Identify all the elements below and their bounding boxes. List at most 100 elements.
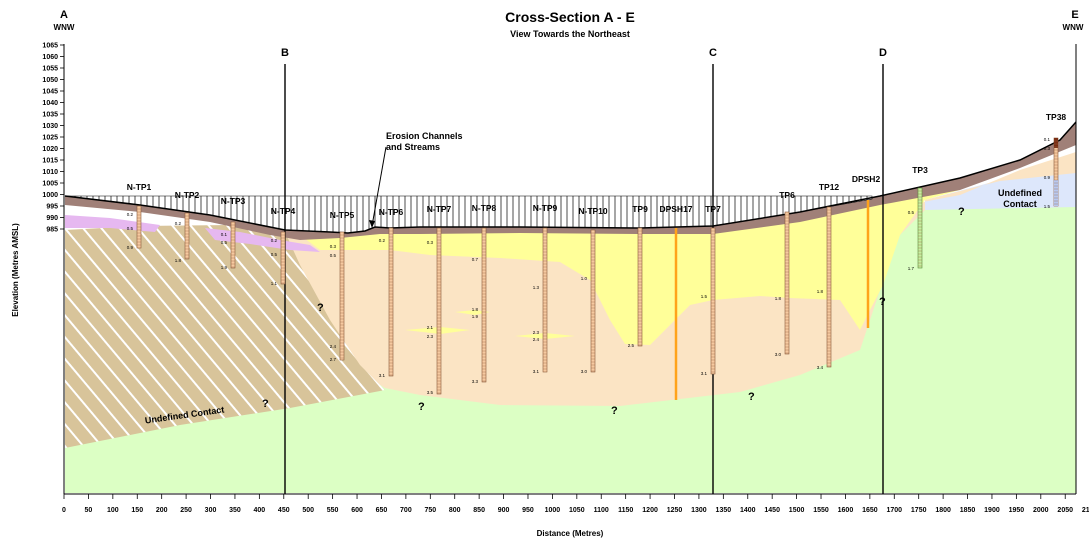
- log-tp6: [784, 211, 790, 355]
- depth-label: 3.1: [379, 373, 386, 378]
- dpsh-probes: [674, 200, 870, 400]
- x-tick-label: 1900: [984, 507, 1000, 514]
- depth-label: 3.1: [701, 371, 708, 376]
- question-mark: ?: [317, 302, 324, 314]
- y-tick-label: 1035: [42, 112, 58, 119]
- x-tick-label: 1400: [740, 507, 756, 514]
- depth-label: 0.5: [330, 253, 337, 258]
- x-tick-label: 1700: [886, 507, 902, 514]
- x-tick-label: 800: [449, 507, 461, 514]
- x-tick-label: 950: [522, 507, 534, 514]
- label-n-tp9: N-TP9: [533, 203, 558, 213]
- y-tick-label: 1020: [42, 146, 58, 153]
- blue-unit: [925, 172, 1076, 210]
- x-tick-label: 1350: [716, 507, 732, 514]
- x-tick-label: 1200: [642, 507, 658, 514]
- label-n-tp8: N-TP8: [472, 203, 497, 213]
- depth-label: 0.2: [127, 212, 134, 217]
- question-marks: ? ? ? ? ? ? ?: [262, 206, 965, 417]
- x-tick-label: 350: [229, 507, 241, 514]
- y-tick-label: 1010: [42, 169, 58, 176]
- section-marker-d: D: [879, 47, 887, 59]
- section-marker-a: A: [60, 9, 68, 21]
- section-marker-c: C: [709, 47, 717, 59]
- erosion-arrowhead: [369, 220, 375, 228]
- label-n-tp6: N-TP6: [379, 207, 404, 217]
- x-tick-label: 200: [156, 507, 168, 514]
- log-n-tp6: [388, 227, 394, 377]
- x-tick-label: 900: [498, 507, 510, 514]
- depth-label: 1.5: [701, 294, 708, 299]
- x-tick-label: 750: [424, 507, 436, 514]
- depth-label: 3.0: [581, 369, 588, 374]
- y-tick-label: 1025: [42, 135, 58, 142]
- log-tp12: [826, 206, 832, 368]
- label-tp7: TP7: [705, 204, 721, 214]
- hatched-unit: [65, 225, 385, 448]
- yellow-lens-2: [455, 310, 490, 315]
- y-tick-label: 1040: [42, 100, 58, 107]
- x-tick-label: 1300: [691, 507, 707, 514]
- log-tp3: [917, 187, 923, 269]
- label-dpsh17: DPSH17: [659, 204, 692, 214]
- y-tick-label: 1050: [42, 77, 58, 84]
- x-tick-label: 1250: [667, 507, 683, 514]
- x-tick-label: 100: [107, 507, 119, 514]
- log-n-tp8: [481, 227, 487, 383]
- x-tick-label: 650: [376, 507, 388, 514]
- y-tick-label: 995: [46, 204, 58, 211]
- depth-label: 1.8: [472, 307, 479, 312]
- y-tick-label: 985: [46, 227, 58, 234]
- label-tp3: TP3: [912, 165, 928, 175]
- x-tick-label: 1100: [594, 507, 609, 514]
- section-marker-e: E: [1071, 9, 1078, 21]
- erosion-channels-label-2: and Streams: [386, 142, 440, 152]
- depth-label: 0.5: [908, 210, 915, 215]
- log-n-tp5: [339, 231, 345, 361]
- label-n-tp10: N-TP10: [578, 206, 608, 216]
- x-tick-label: 1800: [935, 507, 951, 514]
- depth-label: 1.1: [271, 281, 278, 286]
- depth-label: 2.3: [533, 330, 540, 335]
- section-marker-a-dir: WNW: [54, 23, 75, 32]
- question-mark: ?: [879, 296, 886, 308]
- x-axis-label: Distance (Metres): [537, 529, 604, 538]
- x-tick-label: 50: [85, 507, 93, 514]
- depth-label: 1.0: [581, 276, 588, 281]
- borehole-labels: N-TP1 N-TP2 N-TP3 N-TP4 N-TP5 N-TP6 N-TP…: [127, 112, 1067, 220]
- question-mark: ?: [958, 206, 965, 218]
- x-tick-label: 1050: [569, 507, 585, 514]
- topsoil: [65, 122, 1076, 240]
- x-tick-label: 1450: [764, 507, 780, 514]
- x-tick-label: 600: [351, 507, 363, 514]
- depth-labels: 0.2 0.5 0.9 0.2 1.8 0.1 0.5 1.9 0.2 0.5 …: [127, 137, 1051, 395]
- x-tick-label: 300: [205, 507, 217, 514]
- x-tick-label: 1850: [960, 507, 976, 514]
- log-n-tp7: [436, 227, 442, 395]
- question-mark: ?: [611, 405, 618, 417]
- depth-label: 2.1: [427, 325, 434, 330]
- log-tp7: [710, 227, 716, 375]
- x-tick-label: 1550: [813, 507, 829, 514]
- depth-label: 0.2: [271, 238, 278, 243]
- y-tick-label: 990: [46, 215, 58, 222]
- section-marker-b: B: [281, 47, 289, 59]
- y-tick-label: 1060: [42, 54, 58, 61]
- x-tick-label: 1150: [618, 507, 633, 514]
- depth-label: 0.3: [1044, 146, 1051, 151]
- question-mark: ?: [262, 398, 269, 410]
- x-tick-label: 1500: [789, 507, 805, 514]
- x-tick-label: 450: [278, 507, 290, 514]
- question-mark: ?: [748, 391, 755, 403]
- y-tick-label: 1015: [42, 158, 58, 165]
- label-n-tp7: N-TP7: [427, 204, 452, 214]
- depth-label: 0.9: [127, 245, 134, 250]
- y-tick-label: 1005: [42, 181, 58, 188]
- depth-label: 2.7: [330, 357, 337, 362]
- label-n-tp3: N-TP3: [221, 196, 246, 206]
- depth-label: 1.5: [1044, 204, 1051, 209]
- depth-label: 3.0: [775, 352, 782, 357]
- y-axis-ticks: 1065106010551050104510401035103010251020…: [42, 43, 64, 234]
